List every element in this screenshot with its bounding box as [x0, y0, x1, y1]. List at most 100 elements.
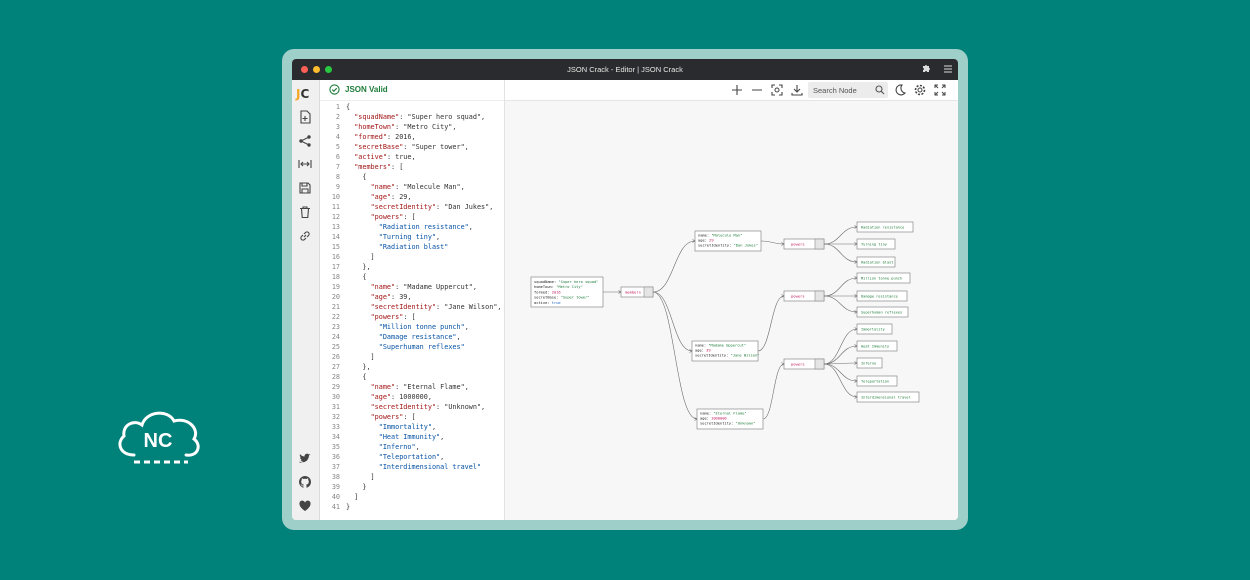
graph-edge — [823, 363, 858, 382]
line-number: 35 — [331, 443, 340, 451]
code-text: "formed": 2016, — [354, 133, 416, 141]
title-bar: JSON Crack - Editor | JSON Crack — [292, 59, 958, 80]
edge-arrow — [692, 239, 696, 243]
line-number: 16 — [331, 253, 340, 261]
validation-status-bar: JSON Valid — [320, 80, 504, 101]
edge-arrow — [618, 290, 622, 294]
check-circle-icon — [329, 84, 340, 95]
line-number: 34 — [331, 433, 340, 441]
graph-edge — [760, 240, 785, 245]
edge-arrow — [854, 294, 858, 298]
code-text: "Superhuman reflexes" — [378, 343, 465, 351]
save-icon[interactable] — [298, 181, 312, 195]
power-label: Million tonne punch — [861, 277, 902, 281]
power-label: Damage resistance — [861, 295, 898, 299]
line-number: 37 — [331, 463, 340, 471]
edge-arrow — [854, 395, 858, 399]
line-number: 1 — [335, 103, 340, 111]
edge-arrow — [854, 361, 858, 365]
graph-edge — [823, 226, 858, 245]
line-number: 25 — [331, 343, 340, 351]
graph-view[interactable]: squadName: "Super hero squad"homeTown: "… — [505, 101, 958, 520]
window-title: JSON Crack - Editor | JSON Crack — [567, 65, 683, 74]
zoom-out-icon[interactable] — [750, 83, 764, 97]
edge-arrow — [781, 242, 785, 246]
graph-edge — [652, 291, 698, 420]
code-text: "Damage resistance", — [378, 333, 461, 341]
edge-arrow — [694, 417, 698, 421]
close-window-button[interactable] — [301, 66, 308, 73]
power-label: Turning tiny — [861, 243, 888, 247]
power-label: Teleportation — [861, 380, 889, 384]
app-logo[interactable]: JC — [296, 87, 310, 101]
code-text: "secretIdentity": "Dan Jukes", — [370, 203, 494, 211]
maximize-window-button[interactable] — [325, 66, 332, 73]
trash-icon[interactable] — [298, 205, 312, 219]
code-text: } — [346, 503, 351, 511]
file-plus-icon[interactable] — [298, 110, 312, 124]
graph-edge — [652, 240, 696, 293]
collapse-node-button[interactable] — [814, 290, 825, 302]
dark-mode-icon[interactable] — [893, 83, 907, 97]
edge-arrow — [854, 242, 858, 246]
power-label: Superhuman reflexes — [861, 311, 902, 315]
edge-arrow — [689, 349, 693, 353]
github-icon[interactable] — [298, 475, 312, 489]
menu-icon[interactable] — [942, 63, 954, 75]
root-node-field: homeTown: "Metro City" — [534, 285, 583, 289]
line-number: 13 — [331, 223, 340, 231]
code-text: }, — [346, 263, 371, 271]
line-number: 19 — [331, 283, 340, 291]
sidebar: JC — [292, 80, 320, 520]
center-view-icon[interactable] — [770, 83, 784, 97]
root-node-field: active: true — [534, 301, 561, 305]
graph-edge — [757, 295, 785, 352]
code-text: { — [346, 273, 367, 281]
power-label: Heat Immunity — [861, 345, 890, 349]
root-node-field: formed: 2016 — [534, 290, 561, 294]
line-number: 10 — [331, 193, 340, 201]
share-icon[interactable] — [298, 134, 312, 148]
powers-label: powers — [791, 242, 805, 247]
collapse-node-button[interactable] — [814, 238, 825, 250]
collapse-node-button[interactable] — [814, 358, 825, 370]
power-label: Immortality — [861, 328, 886, 332]
code-text: ] — [346, 493, 359, 501]
search-node-input[interactable]: Search Node — [808, 82, 888, 98]
twitter-icon[interactable] — [298, 451, 312, 465]
powers-label: powers — [791, 294, 805, 299]
member-node-field: secretIdentity: "Dan Jukes" — [698, 244, 758, 248]
search-icon — [875, 85, 885, 95]
code-text: "Teleportation", — [378, 453, 445, 461]
link-icon[interactable] — [298, 229, 312, 243]
code-editor[interactable]: JSON Valid 1{2 "squadName": "Super hero … — [320, 80, 505, 520]
line-number: 5 — [335, 143, 340, 151]
heart-icon[interactable] — [298, 499, 312, 513]
collapse-icon[interactable] — [298, 157, 312, 171]
line-number: 28 — [331, 373, 340, 381]
code-text: { — [346, 373, 367, 381]
collapse-node-button[interactable] — [643, 286, 654, 298]
line-number: 33 — [331, 423, 340, 431]
root-node-field: secretBase: "Super tower" — [534, 296, 590, 300]
settings-icon[interactable] — [913, 83, 927, 97]
line-number: 26 — [331, 353, 340, 361]
line-number: 22 — [331, 313, 340, 321]
code-text: "secretBase": "Super tower", — [354, 143, 469, 151]
zoom-in-icon[interactable] — [730, 83, 744, 97]
line-number: 36 — [331, 453, 340, 461]
code-text: "Radiation resistance", — [378, 223, 473, 231]
code-text: "members": [ — [354, 163, 404, 171]
root-node[interactable] — [530, 276, 604, 308]
download-icon[interactable] — [790, 83, 804, 97]
line-number: 3 — [335, 123, 340, 131]
fullscreen-icon[interactable] — [933, 83, 947, 97]
member-node-field: secretIdentity: "Jane Wilson" — [695, 354, 759, 358]
graph-canvas[interactable]: squadName: "Super hero squad"homeTown: "… — [505, 101, 958, 520]
edge-arrow — [854, 310, 858, 314]
code-text: }, — [346, 363, 371, 371]
extensions-icon[interactable] — [920, 63, 932, 75]
graph-edge — [823, 362, 858, 365]
minimize-window-button[interactable] — [313, 66, 320, 73]
edge-arrow — [854, 260, 858, 264]
